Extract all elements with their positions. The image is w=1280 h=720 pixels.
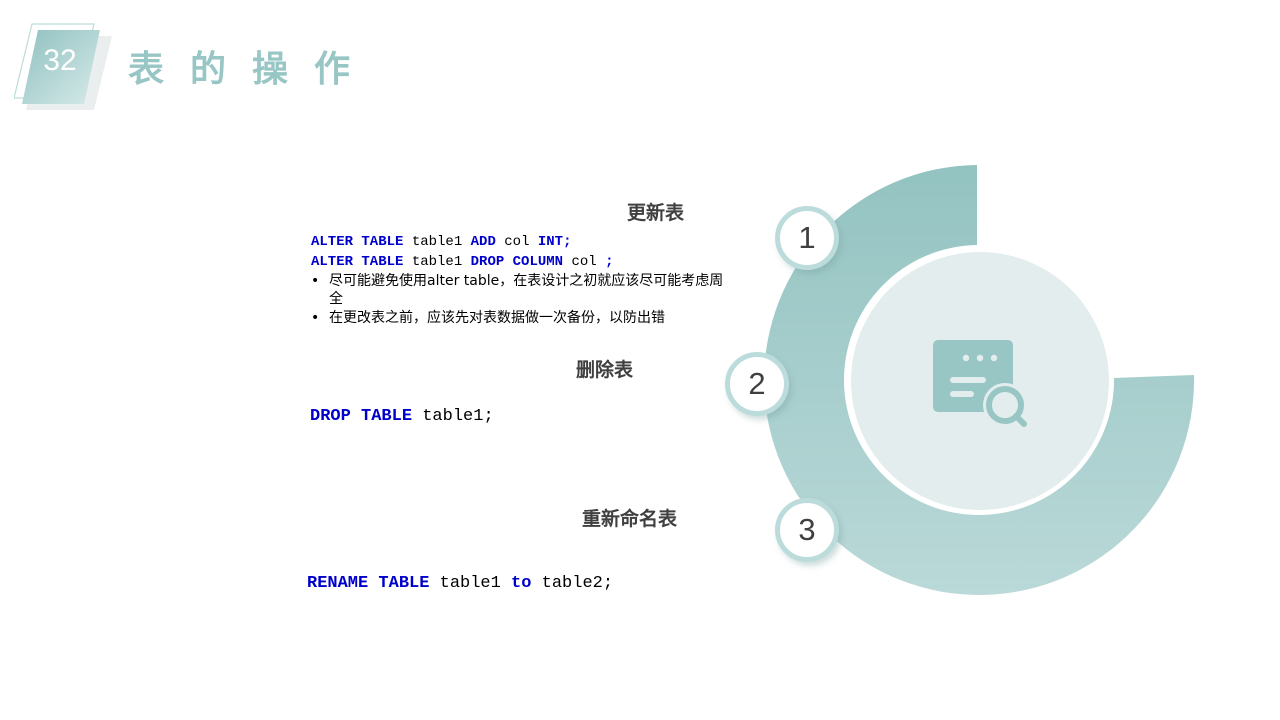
slide-number: 32 xyxy=(43,44,77,77)
code-drop-table: DROP TABLE table1; xyxy=(310,407,494,426)
update-note-1: 尽可能避免使用alter table，在表设计之初就应该尽可能考虑周全 xyxy=(310,272,730,308)
code-rename-table: RENAME TABLE table1 to table2; xyxy=(307,574,614,593)
section-heading-rename: 重新命名表 xyxy=(582,508,678,530)
update-note-2: 在更改表之前，应该先对表数据做一次备份，以防出错 xyxy=(310,309,730,327)
step-1-badge: 1 xyxy=(775,206,839,270)
update-notes-list: 尽可能避免使用alter table，在表设计之初就应该尽可能考虑周全 在更改表… xyxy=(310,272,730,327)
step-2-badge: 2 xyxy=(725,352,789,416)
step-3-badge: 3 xyxy=(775,498,839,562)
document-search-icon xyxy=(933,340,1027,427)
slide-number-badge xyxy=(14,23,112,110)
section-heading-drop: 删除表 xyxy=(576,359,634,381)
code-line-alter-add: ALTER TABLE table1 ADD col INT; xyxy=(311,234,572,250)
progress-ring xyxy=(764,165,1195,595)
section-heading-update: 更新表 xyxy=(627,202,685,224)
ring-graphic xyxy=(764,165,1195,595)
code-line-alter-drop: ALTER TABLE table1 DROP COLUMN col ; xyxy=(311,254,614,270)
slide-title: 表的操作 xyxy=(128,49,377,90)
